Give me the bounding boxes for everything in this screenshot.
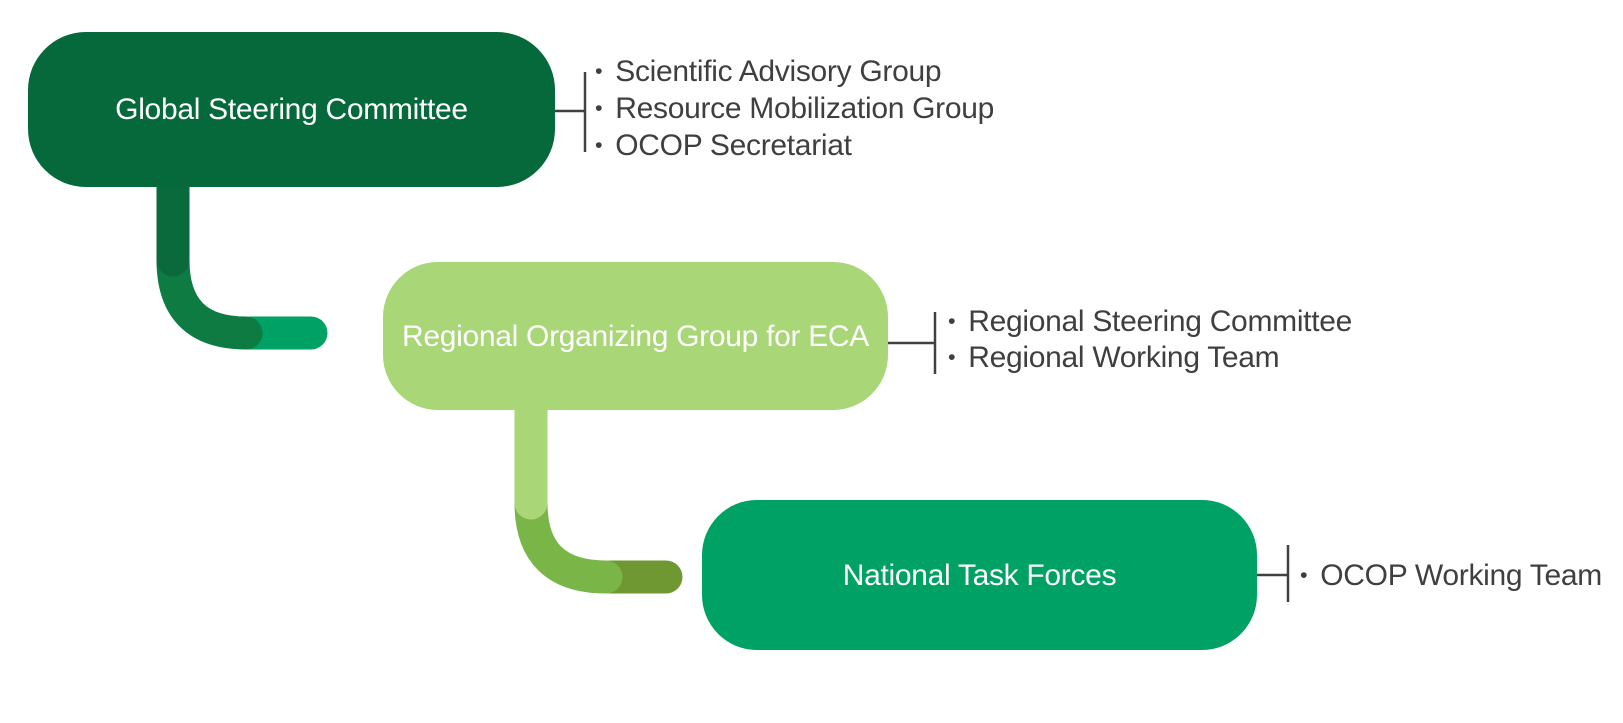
regional-organizing-group-sub-bodies: • Regional Steering Committee • Regional… [948,304,1352,376]
node-regional-organizing-group-eca: Regional Organizing Group for ECA [383,262,888,410]
list-item-label: OCOP Working Team [1320,558,1602,592]
list-item: • Scientific Advisory Group [595,53,994,90]
list-item-label: Regional Steering Committee [968,305,1353,338]
bullet-icon: • [1300,561,1308,587]
list-item-label: Scientific Advisory Group [615,54,942,88]
bullet-icon: • [948,308,956,333]
bullet-icon: • [948,344,956,369]
list-item: • Regional Working Team [948,340,1352,376]
node-global-steering-committee: Global Steering Committee [28,32,555,187]
global-steering-committee-sub-bodies: • Scientific Advisory Group • Resource M… [595,53,994,164]
node-label: Regional Organizing Group for ECA [401,319,869,353]
node-label: Global Steering Committee [115,93,468,126]
list-item-label: OCOP Secretariat [615,128,852,162]
list-item: • Regional Steering Committee [948,304,1352,340]
bullet-icon: • [595,57,603,83]
node-label: National Task Forces [842,558,1117,592]
list-item: • OCOP Secretariat [595,127,994,164]
bullet-icon: • [595,131,603,157]
bullet-icon: • [595,94,603,120]
list-item: • OCOP Working Team [1300,557,1602,594]
national-task-forces-sub-bodies: • OCOP Working Team [1300,557,1602,594]
list-item-label: Regional Working Team [968,341,1280,374]
node-national-task-forces: National Task Forces [702,500,1257,650]
list-item: • Resource Mobilization Group [595,90,994,127]
list-item-label: Resource Mobilization Group [615,91,995,125]
